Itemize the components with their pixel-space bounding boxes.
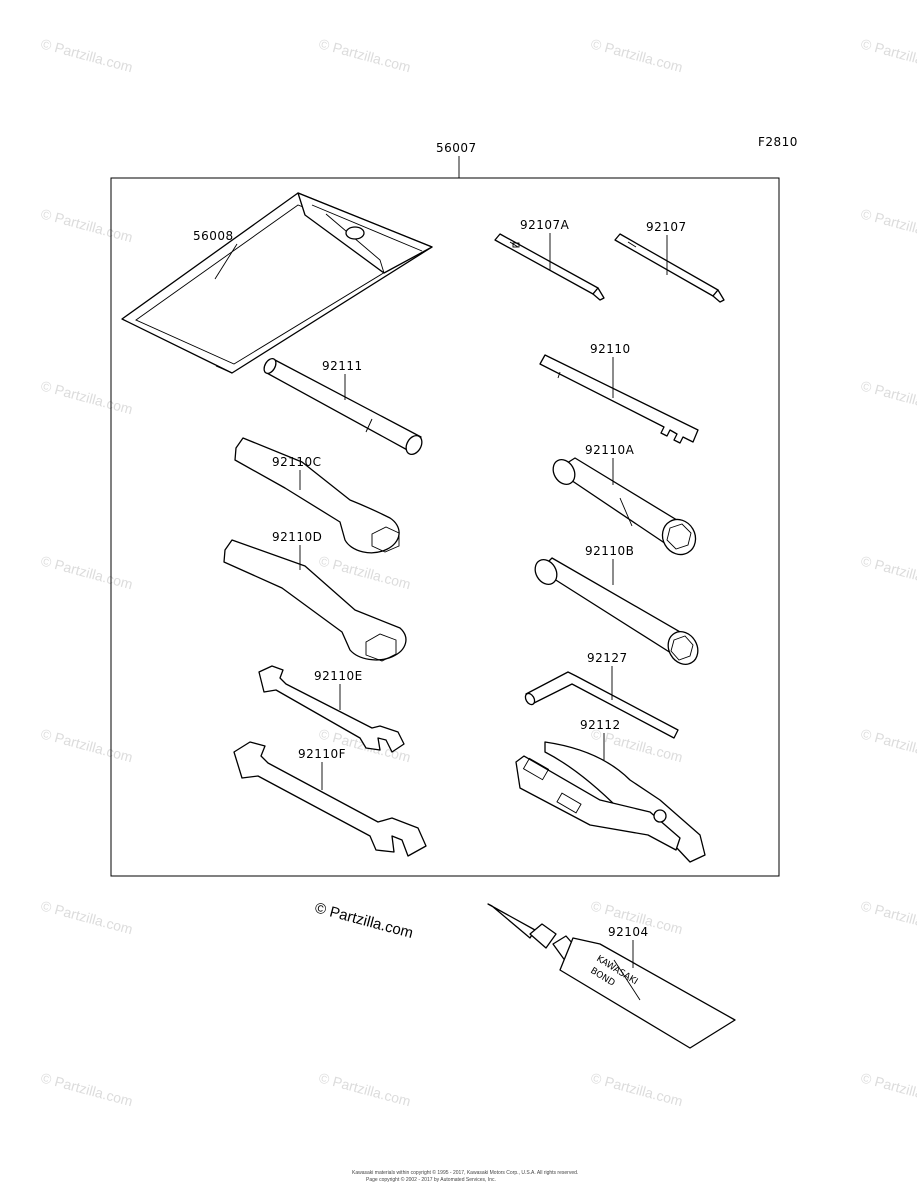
watermark: © Partzilla.com [39,1069,134,1109]
figure-code: F2810 [758,135,798,149]
watermark: © Partzilla.com [39,552,134,592]
part-label-92110E[interactable]: 92110E [314,669,363,683]
ring-wrench-92110D[interactable] [223,539,407,662]
open-wrench-92110E[interactable] [258,665,405,753]
watermark: © Partzilla.com [859,205,917,245]
watermark: © Partzilla.com [589,1069,684,1109]
watermark: © Partzilla.com [859,377,917,417]
part-label-92110A[interactable]: 92110A [585,443,635,457]
part-label-92110C[interactable]: 92110C [272,455,322,469]
watermark: © Partzilla.com [317,35,412,75]
part-label-92110F[interactable]: 92110F [298,747,346,761]
part-label-92110D[interactable]: 92110D [272,530,322,544]
watermark: © Partzilla.com [39,897,134,937]
screwdriver-92107[interactable] [614,233,725,303]
part-label-92112[interactable]: 92112 [580,718,621,732]
part-label-92110B[interactable]: 92110B [585,544,634,558]
watermark: © Partzilla.com [317,552,412,592]
watermark: © Partzilla.com [859,725,917,765]
watermark: © Partzilla.com [39,35,134,75]
watermark: © Partzilla.com [859,1069,917,1109]
part-label-92110[interactable]: 92110 [590,342,631,356]
tool-pouch-56008[interactable] [121,192,433,374]
watermark: © Partzilla.com [39,377,134,417]
part-label-56007[interactable]: 56007 [436,141,477,155]
watermark: © Partzilla.com [39,725,134,765]
tube-wrench-92110B[interactable] [531,556,704,670]
hex-key-92127[interactable] [524,671,679,739]
watermark: © Partzilla.com [859,35,917,75]
assembly-frame [110,177,780,877]
watermark-layer: © Partzilla.com © Partzilla.com © Partzi… [39,35,917,1109]
part-label-92111[interactable]: 92111 [322,359,363,373]
spanner-92110[interactable] [539,354,699,444]
open-wrench-92110F[interactable] [233,741,427,857]
handle-bar-92111[interactable] [262,357,425,458]
screwdriver-92107A[interactable] [494,233,605,301]
box-wrench-92110A[interactable] [549,456,702,561]
copyright-mark: © Partzilla.com [313,899,415,942]
footer-copyright: Kawasaki materials within copyright © 19… [352,1169,578,1176]
watermark: © Partzilla.com [39,205,134,245]
part-label-92107A[interactable]: 92107A [520,218,570,232]
part-label-92107[interactable]: 92107 [646,220,687,234]
footer-page-copyright: Page copyright © 2002 - 2017 by Automate… [366,1176,496,1183]
part-label-92104[interactable]: 92104 [608,925,649,939]
bond-tube-92104[interactable]: KAWASAKI BOND [487,903,736,1049]
part-label-56008[interactable]: 56008 [193,229,234,243]
leader-56008 [214,243,238,280]
ring-wrench-92110C[interactable] [234,437,400,554]
watermark: © Partzilla.com [859,552,917,592]
pliers-92112[interactable] [515,741,706,863]
watermark: © Partzilla.com [589,35,684,75]
part-label-92127[interactable]: 92127 [587,651,628,665]
watermark: © Partzilla.com [317,1069,412,1109]
watermark: © Partzilla.com [859,897,917,937]
